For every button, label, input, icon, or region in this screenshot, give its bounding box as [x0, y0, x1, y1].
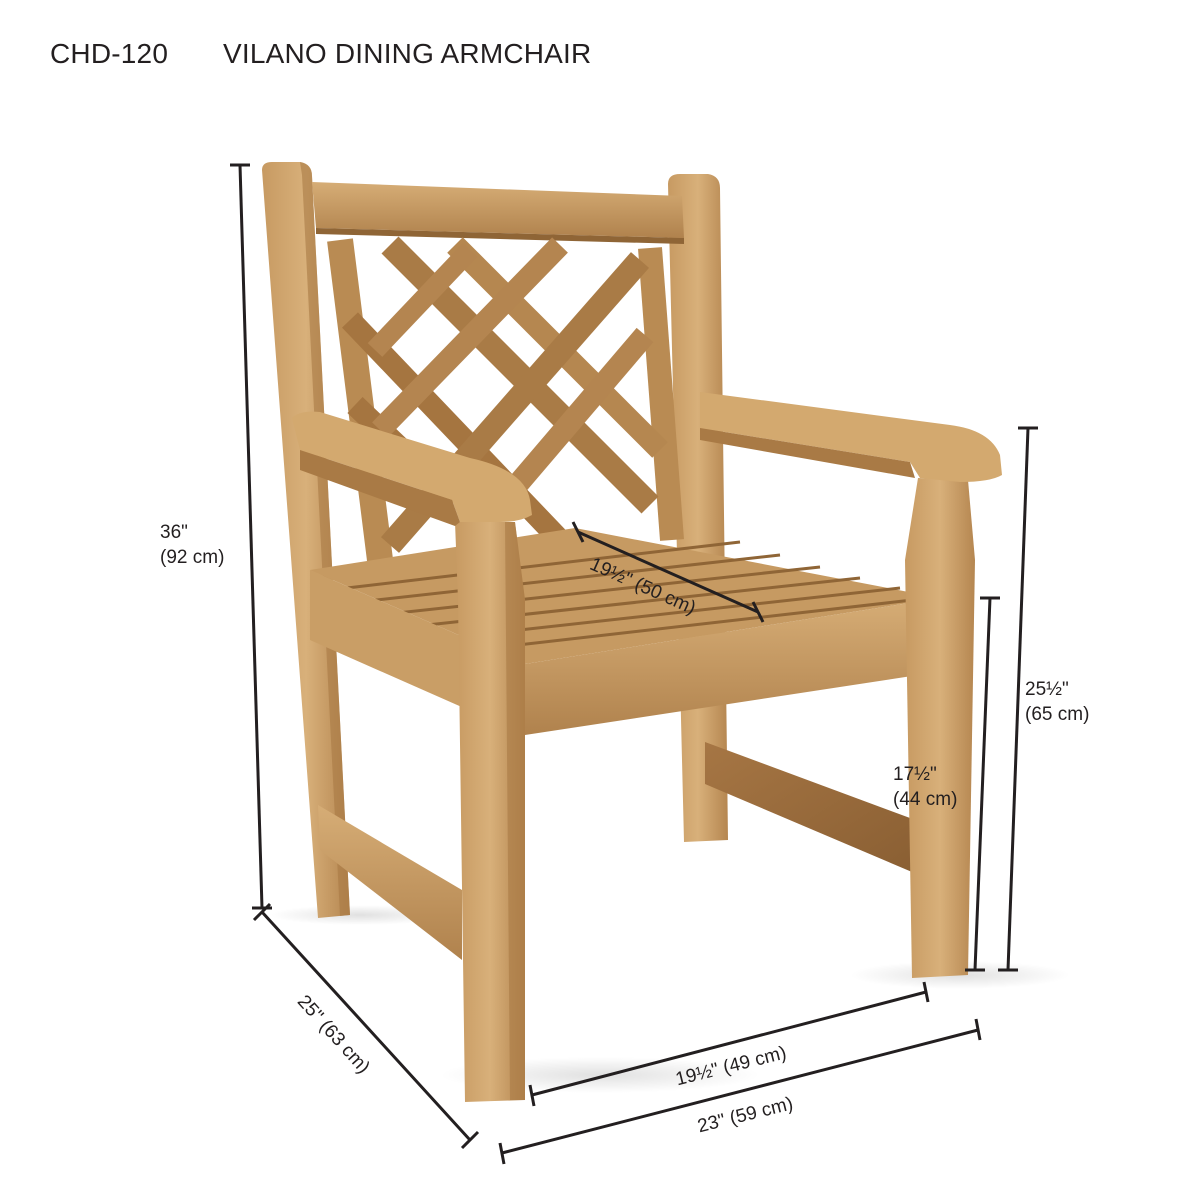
back-top-rail	[312, 182, 684, 244]
seat-height-metric: (44 cm)	[893, 789, 958, 810]
arm-height-metric: (65 cm)	[1025, 704, 1090, 725]
arm-height-label: 25½" (65 cm)	[1025, 677, 1089, 727]
front-left-leg	[455, 522, 525, 1102]
left-armrest	[292, 411, 532, 526]
overall-height-metric: (92 cm)	[160, 547, 225, 568]
slatted-seat	[310, 528, 940, 735]
product-name: VILANO DINING ARMCHAIR	[223, 38, 592, 69]
right-armrest	[700, 392, 1002, 482]
arm-height-imperial: 25½"	[1025, 679, 1069, 700]
dimension-lines	[230, 163, 1038, 1165]
right-side-stretcher	[705, 742, 912, 872]
rear-left-upright	[262, 162, 350, 918]
seat-height-imperial: 17½"	[893, 764, 937, 785]
overall-height-imperial: 36"	[160, 522, 188, 543]
overall-height-label: 36" (92 cm)	[160, 520, 224, 570]
lattice-backrest	[327, 236, 684, 562]
front-right-leg	[905, 478, 975, 978]
seat-height-label: 17½" (44 cm)	[893, 762, 957, 812]
model-code: CHD-120	[50, 38, 169, 69]
left-side-stretcher	[318, 805, 462, 960]
